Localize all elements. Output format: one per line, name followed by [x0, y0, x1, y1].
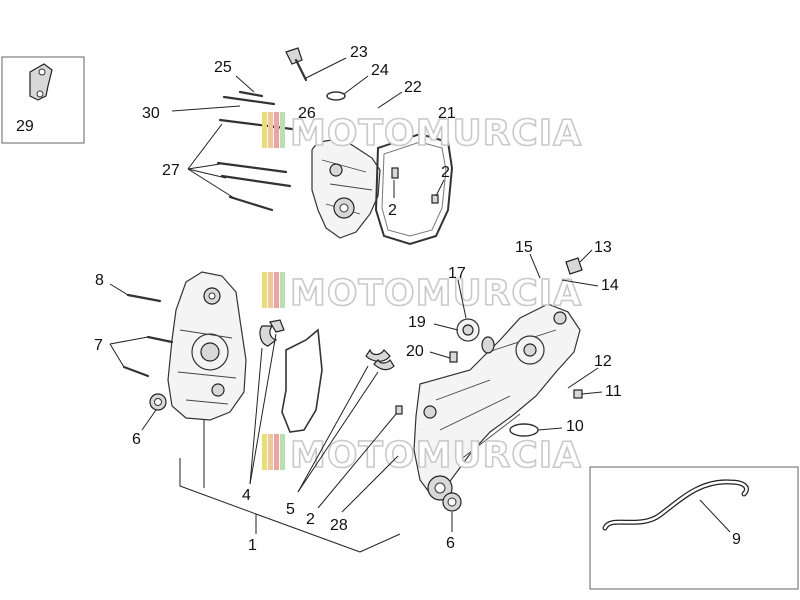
callout-7: 7 [94, 337, 103, 354]
callout-13: 13 [594, 239, 612, 256]
watermark-text: MOTOMURCIA [290, 435, 582, 476]
callout-20: 20 [406, 343, 424, 360]
clutch-cover-part [311, 139, 381, 239]
center-gasket [281, 328, 323, 433]
callout-2-top-right: 2 [441, 164, 450, 181]
bearing-19-center [462, 324, 474, 336]
callout-25: 25 [214, 59, 232, 76]
dowel-pin [395, 405, 403, 415]
dipstick-part [285, 47, 346, 101]
watermark-1: MOTOMURCIA [262, 112, 582, 155]
right-crankcase-half [413, 303, 581, 501]
callout-17: 17 [448, 265, 466, 282]
callout-labels: 25 30 26 27 23 24 22 21 2 2 8 7 6 4 5 2 … [94, 44, 622, 554]
callout-12: 12 [594, 353, 612, 370]
callout-29: 29 [16, 118, 34, 135]
callout-28: 28 [330, 517, 348, 534]
callout-4: 4 [242, 487, 251, 504]
callout-11: 11 [605, 383, 622, 400]
plug-11 [573, 389, 583, 399]
gasket-part [374, 132, 454, 246]
callout-2-bottom: 2 [306, 511, 315, 528]
bolts-group-top-left [216, 90, 302, 212]
bolt-7 [122, 365, 150, 378]
bearing-shell [373, 358, 395, 371]
dowel-pin [391, 167, 399, 179]
callout-8: 8 [95, 272, 104, 289]
bolt-7 [146, 335, 174, 344]
callout-6-left: 6 [132, 431, 141, 448]
bearing-shell [269, 319, 285, 333]
callout-10: 10 [566, 418, 584, 435]
watermark-text: MOTOMURCIA [290, 113, 582, 154]
watermark-2: MOTOMURCIA [262, 272, 582, 315]
dowel-pin [431, 194, 439, 204]
callout-15: 15 [515, 239, 533, 256]
leader-lines [109, 57, 603, 553]
left-crankcase-half [167, 271, 247, 421]
callout-30: 30 [142, 105, 160, 122]
inset-part-9: 9 [589, 466, 799, 590]
callout-26: 26 [298, 105, 316, 122]
bearing-shell [259, 325, 278, 347]
oil-seal-hole [154, 398, 162, 406]
callout-27: 27 [162, 162, 180, 179]
seal-small [481, 336, 495, 354]
breather-13 [565, 257, 583, 275]
callout-6-right: 6 [446, 535, 455, 552]
callout-22: 22 [404, 79, 422, 96]
callout-9: 9 [732, 531, 741, 548]
callout-1: 1 [248, 537, 257, 554]
watermark-3: MOTOMURCIA [262, 434, 582, 477]
callout-23: 23 [350, 44, 368, 61]
callout-21: 21 [438, 105, 456, 122]
bolt-8 [126, 293, 162, 303]
callout-24: 24 [371, 62, 389, 79]
watermark-text: MOTOMURCIA [290, 273, 582, 314]
pin-20 [449, 351, 458, 363]
callout-14: 14 [601, 277, 619, 294]
callout-5: 5 [286, 501, 295, 518]
oil-seal-hole [447, 497, 457, 507]
callout-2-top-middle: 2 [388, 202, 397, 219]
inset-part-29: 29 [1, 56, 85, 144]
callout-19: 19 [408, 314, 426, 331]
bearing-shell [365, 348, 391, 362]
